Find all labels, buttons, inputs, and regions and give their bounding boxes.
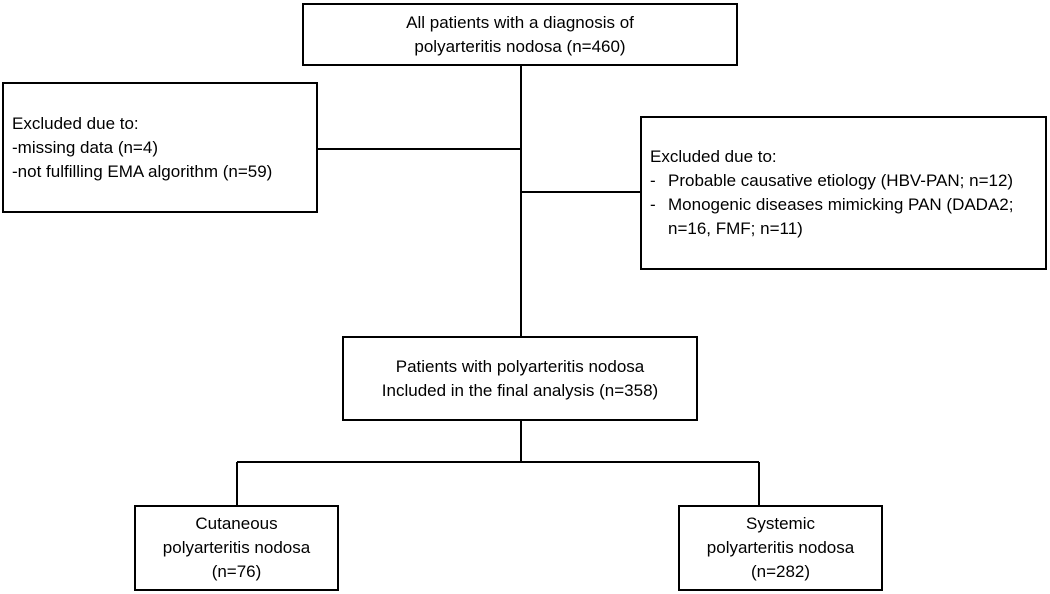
final-analysis-box: Patients with polyarteritis nodosa Inclu…: [342, 336, 698, 421]
excluded-left-item-missing-data: -missing data (n=4): [12, 137, 158, 157]
all-patients-line-2: polyarteritis nodosa (n=460): [414, 36, 626, 56]
all-patients-line-1: All patients with a diagnosis of: [406, 12, 634, 32]
cutaneous-pan-line-2: polyarteritis nodosa: [162, 538, 311, 557]
systemic-pan-count: (n=282): [750, 562, 811, 581]
cutaneous-pan-box: Cutaneous polyarteritis nodosa (n=76): [134, 505, 339, 591]
bullet-dash: -: [650, 171, 656, 190]
final-analysis-line-2: Included in the final analysis (n=358): [381, 380, 659, 400]
excluded-right-item-monogenic-text: Monogenic diseases mimicking PAN (DADA2;…: [668, 193, 1013, 241]
excluded-right-item-monogenic-line-1: Monogenic diseases mimicking PAN (DADA2;: [668, 195, 1014, 214]
cutaneous-pan-count: (n=76): [211, 562, 262, 581]
excluded-left-item-ema-algorithm: -not fulfilling EMA algorithm (n=59): [12, 161, 273, 181]
excluded-right-heading: Excluded due to:: [650, 147, 777, 166]
excluded-right-item-hbv-pan-text: Probable causative etiology (HBV-PAN; n=…: [668, 171, 1014, 190]
systemic-pan-box: Systemic polyarteritis nodosa (n=282): [678, 505, 883, 591]
excluded-left-heading: Excluded due to:: [12, 113, 139, 133]
excluded-right-box: Excluded due to: - Probable causative et…: [640, 116, 1047, 270]
final-analysis-line-1: Patients with polyarteritis nodosa: [395, 356, 645, 376]
excluded-right-item-hbv-pan: - Probable causative etiology (HBV-PAN; …: [650, 169, 1045, 193]
cutaneous-pan-line-1: Cutaneous: [195, 514, 278, 533]
excluded-left-box: Excluded due to: -missing data (n=4) -no…: [2, 82, 318, 213]
excluded-right-item-monogenic: - Monogenic diseases mimicking PAN (DADA…: [650, 193, 1045, 241]
excluded-right-item-monogenic-line-2: n=16, FMF; n=11): [668, 219, 803, 238]
systemic-pan-line-1: Systemic: [746, 514, 815, 533]
systemic-pan-line-2: polyarteritis nodosa: [706, 538, 855, 557]
all-patients-box: All patients with a diagnosis of polyart…: [302, 3, 738, 66]
bullet-dash: -: [650, 195, 656, 214]
